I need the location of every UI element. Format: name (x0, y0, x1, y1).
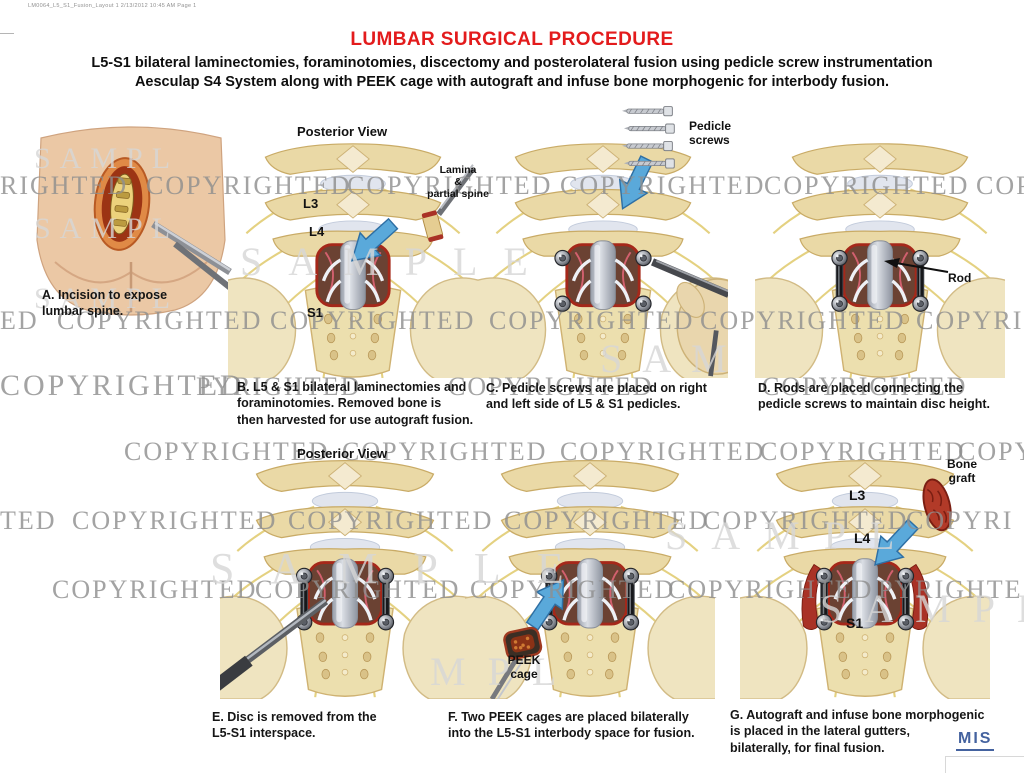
crop-mark (0, 33, 14, 34)
blue-arrow-icon (350, 217, 399, 262)
l4-label-b: L4 (309, 224, 325, 239)
s1-label-b: S1 (307, 305, 323, 320)
caption-f: F. Two PEEK cages are placed bilaterally… (448, 710, 695, 741)
s1-label-g: S1 (846, 615, 864, 631)
bone-graft-icon (922, 478, 952, 532)
retractor-instrument-icon (151, 221, 235, 293)
incision-illustration (36, 126, 235, 316)
rod-label: Rod (948, 271, 972, 285)
blue-arrow-icon (525, 578, 565, 631)
incision-site (93, 157, 151, 251)
caption-a: A. Incision to expose lumbar spine. (42, 288, 168, 319)
spine-illustration-b (228, 142, 478, 378)
posterior-view-label-e: Posterior View (297, 446, 388, 461)
screwdriver-icon (651, 258, 728, 298)
peek-cage-label: PEEK cage (507, 653, 541, 682)
l4-label-g: L4 (854, 530, 871, 546)
peek-cage-inserter-icon (489, 626, 543, 699)
page-corner-mark (945, 756, 1024, 773)
subtitle-line-2: Aesculap S4 System along with PEEK cage … (134, 74, 890, 90)
caption-e: E. Disc is removed from the L5-S1 inters… (212, 710, 377, 741)
posterior-view-label-b: Posterior View (297, 124, 388, 139)
disc-removal-instrument-icon (220, 597, 329, 691)
l3-label-b: L3 (303, 196, 319, 211)
spine-illustration-g (740, 458, 990, 699)
caption-c: C. Pedicle screws are placed on right an… (486, 381, 707, 412)
spine-illustration-f (465, 458, 715, 699)
spine-illustration-c (478, 142, 728, 378)
surgeon-hand-icon (676, 278, 728, 377)
pedicle-screws-icon (622, 106, 675, 169)
l3-label-g: L3 (849, 487, 866, 503)
spine-illustration-e (220, 458, 470, 699)
caption-b: B. L5 & S1 bilateral laminectomies and f… (237, 380, 474, 427)
spine-illustration-d (755, 142, 1005, 378)
lamina-partial-spine-label: Lamina & partial spine (427, 164, 489, 201)
print-header: LM0064_L5_S1_Fusion_Layout 1 2/13/2012 1… (28, 3, 197, 9)
pedicle-screws-label: Pedicle screws (689, 119, 732, 148)
copyrighted-watermark: TED (0, 506, 57, 535)
rod-pointer-arrow (884, 258, 949, 273)
caption-g: G. Autograft and infuse bone morphogenic… (730, 708, 985, 755)
page-title: LUMBAR SURGICAL PROCEDURE (350, 29, 674, 50)
mis-logo: MIS (956, 730, 995, 751)
subtitle-line-1: L5-S1 bilateral laminectomies, foraminot… (91, 55, 933, 71)
caption-d: D. Rods are placed connecting the pedicl… (758, 381, 991, 412)
blue-arrow-icon (618, 155, 654, 210)
blue-arrow-icon (874, 518, 920, 566)
bone-graft-label: Bone graft (947, 457, 977, 486)
rongeur-with-bone-icon (421, 164, 476, 243)
copyrighted-watermark: COPYRIGHTED (0, 369, 245, 402)
